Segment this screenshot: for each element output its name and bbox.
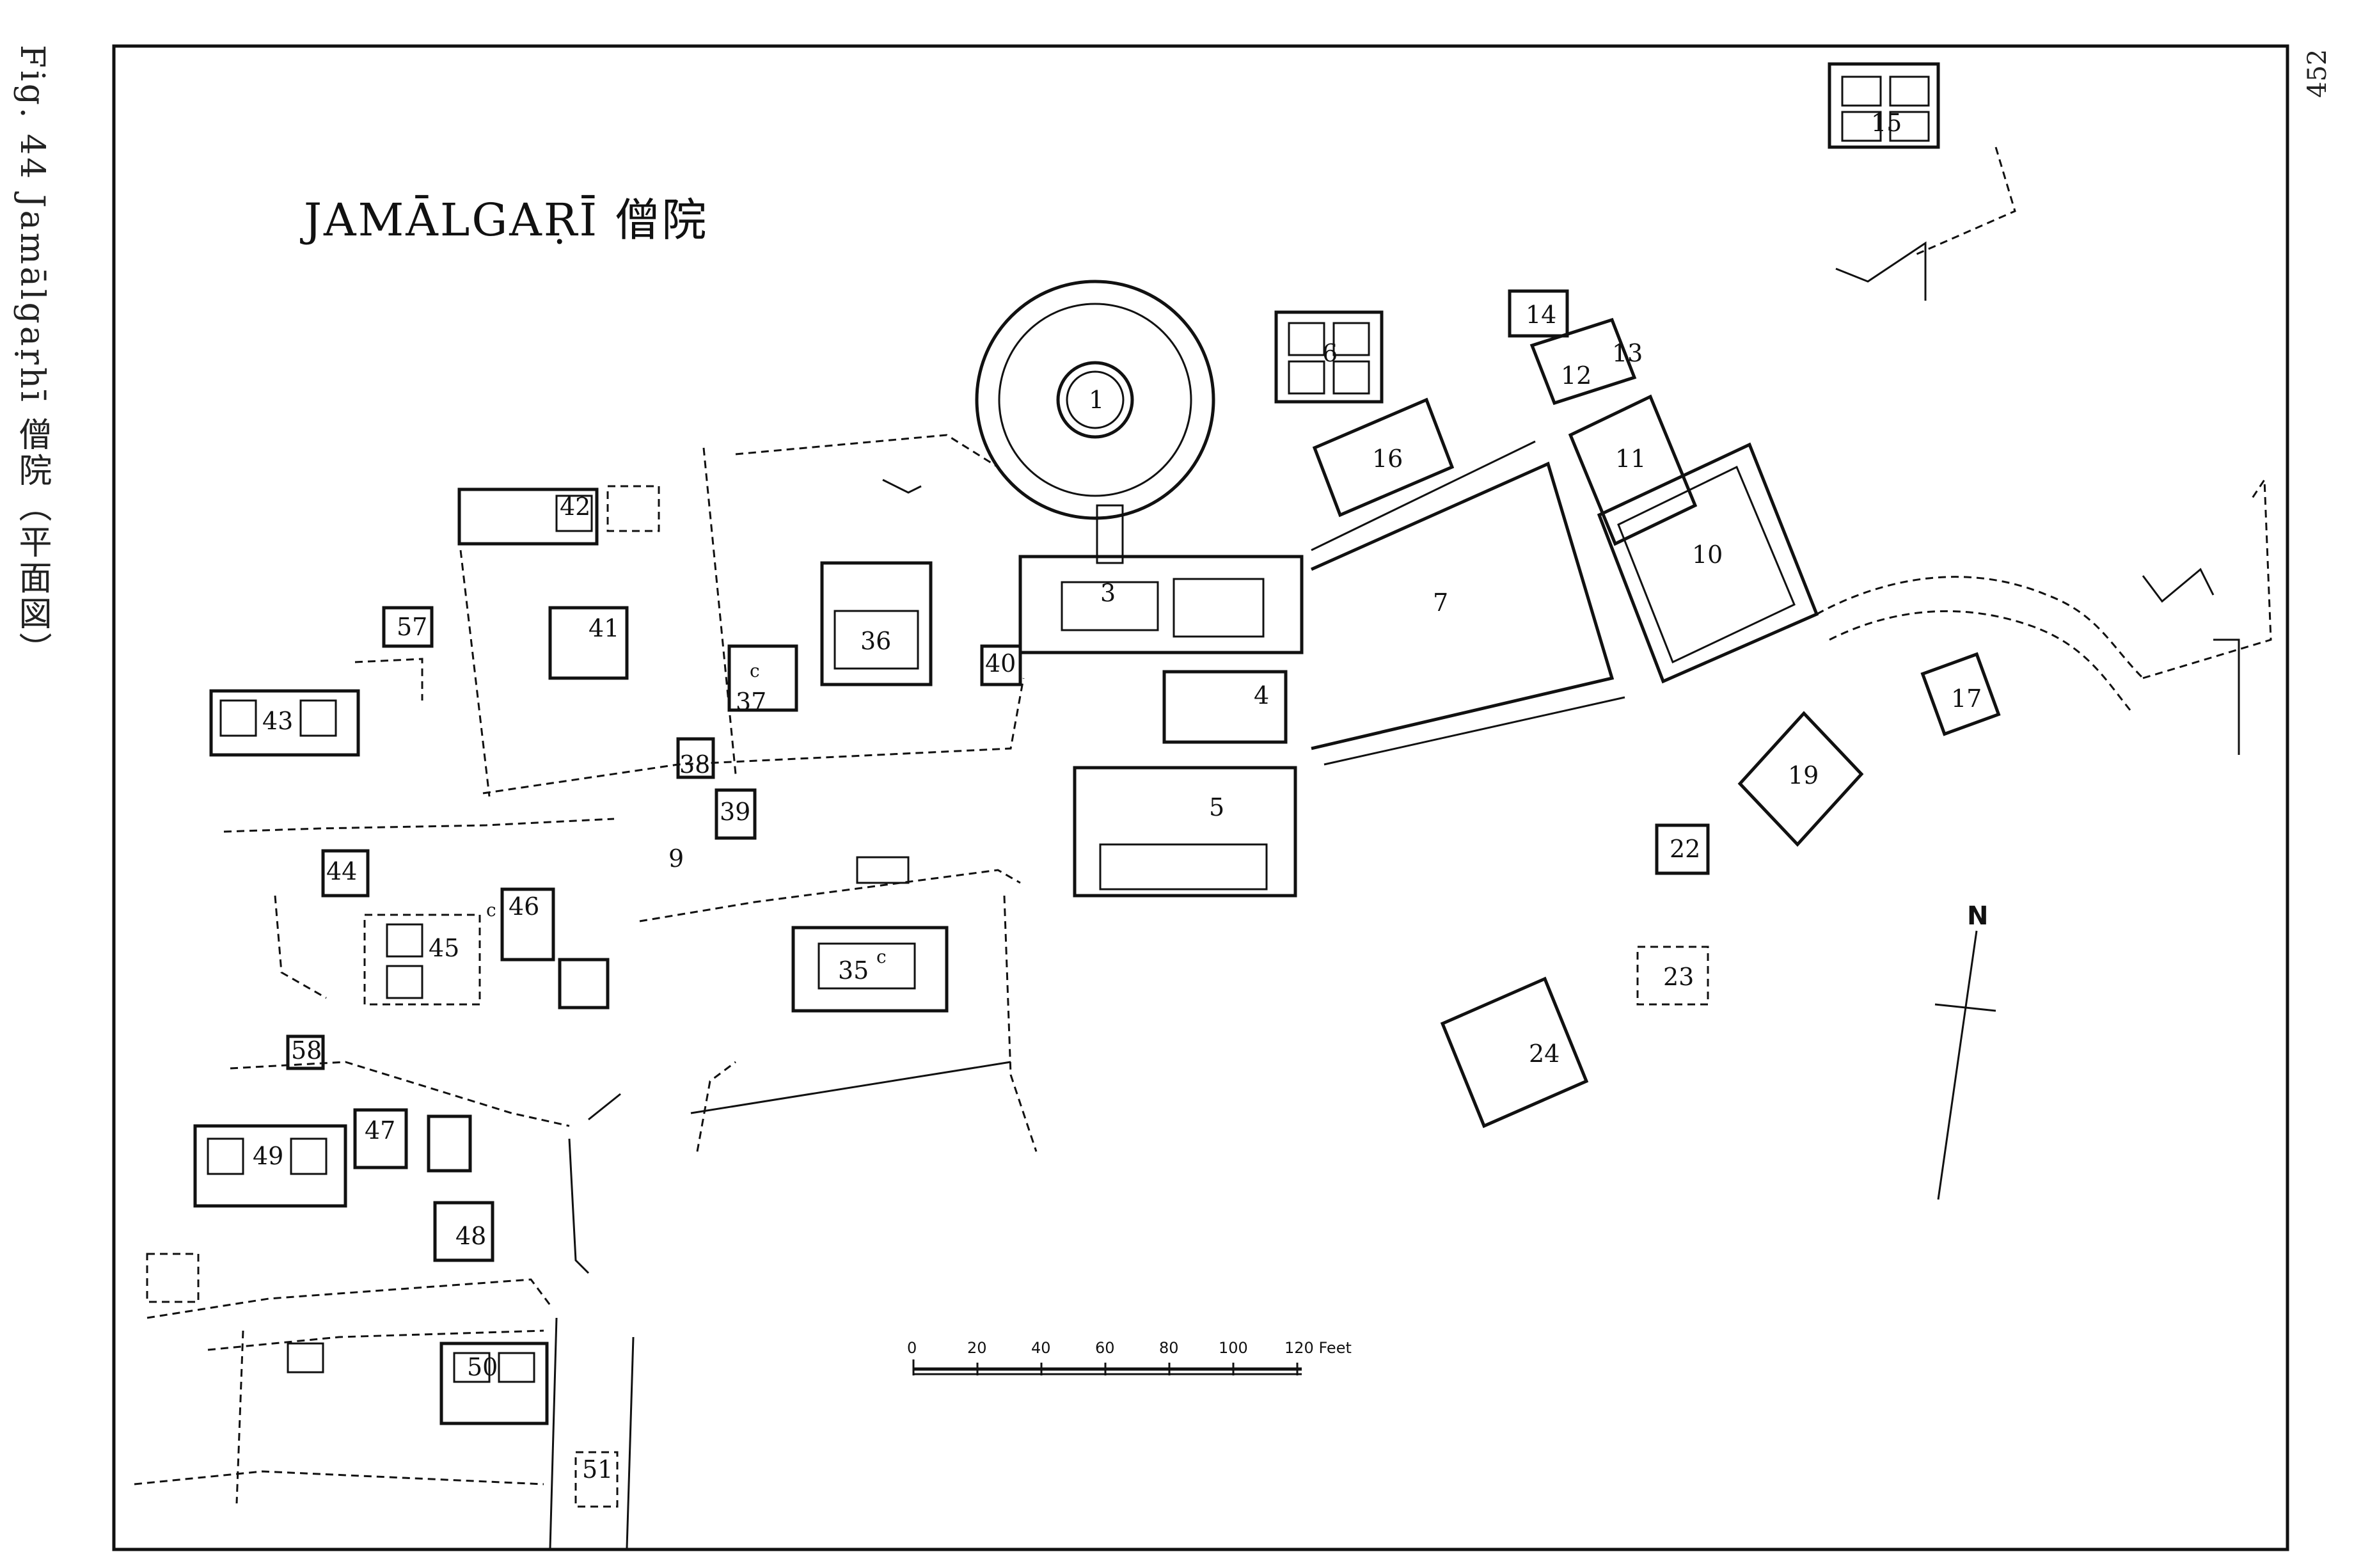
site-label-23: 23 — [1663, 963, 1694, 991]
scale-bar: 0 20 40 60 80 100 120 Feet — [907, 1339, 1352, 1375]
scale-tick-40: 40 — [1031, 1339, 1051, 1357]
map-frame — [112, 44, 2289, 1551]
site-label-57: 57 — [397, 613, 427, 641]
building-46 — [500, 887, 555, 962]
building-48 — [433, 1201, 494, 1262]
scale-tick-60: 60 — [1095, 1339, 1115, 1357]
court-7 — [1310, 440, 1625, 766]
site-label-3: 3 — [1100, 579, 1116, 607]
site-label-47: 47 — [365, 1116, 395, 1144]
site-label-48: 48 — [455, 1222, 486, 1250]
site-label-9: 9 — [668, 844, 684, 873]
square-block — [558, 958, 610, 1010]
buildings-12-14 — [1508, 289, 1637, 406]
building-45 — [363, 914, 481, 1006]
hall-5 — [1073, 766, 1297, 898]
site-label-22: 22 — [1670, 835, 1700, 863]
court-11 — [1568, 394, 1698, 546]
figure-caption: Fig. 44 Jamālgaṛhī 僧院（平面図） — [13, 45, 51, 669]
site-label-7: 7 — [1433, 589, 1448, 617]
site-label-12: 12 — [1561, 361, 1592, 390]
scale-tick-120: 120 Feet — [1284, 1339, 1352, 1357]
building-42 — [457, 487, 599, 546]
site-label-4: 4 — [1254, 681, 1269, 709]
building-47 — [353, 1108, 408, 1169]
building-57 — [382, 606, 434, 648]
building-41 — [548, 606, 629, 680]
building-36 — [820, 561, 933, 686]
building-22 — [1655, 823, 1710, 875]
building-49 — [193, 1124, 347, 1208]
north-arrow: N — [1934, 901, 1996, 1200]
feature-mark-c: c — [876, 946, 887, 967]
west-dashed-walls — [134, 447, 1038, 1549]
main-stupa-court — [975, 280, 1215, 564]
scale-tick-80: 80 — [1159, 1339, 1179, 1357]
site-label-38: 38 — [679, 750, 710, 779]
ne-dashed-wall — [1912, 147, 2016, 257]
map-title: JAMĀLGAṚĪ 僧院 — [300, 194, 708, 246]
site-label-15: 15 — [1871, 109, 1902, 137]
building-58 — [286, 1034, 325, 1070]
east-boundary — [2142, 477, 2272, 679]
building-6 — [1274, 310, 1384, 404]
site-label-11: 11 — [1615, 445, 1646, 473]
site-label-37: 37 — [736, 688, 766, 716]
site-label-39: 39 — [720, 798, 750, 826]
site-label-41: 41 — [588, 614, 619, 642]
feature-mark-c: c — [486, 899, 496, 921]
scale-tick-100: 100 — [1219, 1339, 1248, 1357]
site-label-42: 42 — [560, 493, 590, 521]
site-label-58: 58 — [291, 1036, 322, 1065]
site-label-5: 5 — [1209, 793, 1224, 821]
site-label-46: 46 — [509, 892, 539, 921]
building-43 — [209, 689, 360, 757]
building-37 — [727, 644, 798, 712]
building-24 — [1440, 976, 1589, 1128]
scale-tick-20: 20 — [967, 1339, 987, 1357]
building-50 — [439, 1342, 549, 1425]
site-labels: 1 3 4 5 6 7 9 10 11 12 13 14 15 16 17 19… — [253, 109, 1982, 1484]
site-label-50: 50 — [467, 1353, 498, 1381]
site-label-13: 13 — [1612, 339, 1643, 367]
building-15 — [1828, 62, 1940, 149]
site-label-44: 44 — [326, 857, 357, 885]
site-label-6: 6 — [1322, 339, 1338, 367]
site-label-16: 16 — [1372, 445, 1403, 473]
site-label-35: 35 — [838, 956, 869, 985]
site-label-43: 43 — [262, 707, 293, 735]
site-label-36: 36 — [860, 627, 891, 655]
building-39 — [715, 788, 757, 840]
scale-tick-0: 0 — [907, 1339, 917, 1357]
east-path — [1816, 576, 2144, 679]
building-44 — [321, 849, 370, 898]
site-label-40: 40 — [985, 649, 1016, 677]
site-label-19: 19 — [1788, 761, 1819, 789]
court-3 — [1018, 555, 1304, 654]
site-label-14: 14 — [1526, 301, 1556, 329]
building-16 — [1312, 397, 1455, 518]
site-label-51: 51 — [582, 1455, 613, 1484]
site-label-10: 10 — [1692, 541, 1723, 569]
structure-ne — [1835, 241, 1927, 301]
building-4 — [1162, 670, 1288, 744]
site-label-24: 24 — [1529, 1040, 1560, 1068]
site-label-17: 17 — [1951, 685, 1982, 713]
building-19 — [1737, 711, 1864, 847]
site-label-1: 1 — [1089, 386, 1104, 414]
building-17 — [1920, 652, 2001, 736]
site-label-45: 45 — [429, 934, 459, 962]
building-51 — [574, 1451, 619, 1508]
site-label-49: 49 — [253, 1142, 283, 1170]
building-40 — [980, 644, 1022, 686]
north-label: N — [1967, 901, 1988, 931]
north-dashed-wall — [735, 434, 999, 468]
building-35 — [791, 926, 949, 1013]
building-38 — [676, 737, 715, 779]
feature-mark-c: c — [750, 660, 760, 681]
